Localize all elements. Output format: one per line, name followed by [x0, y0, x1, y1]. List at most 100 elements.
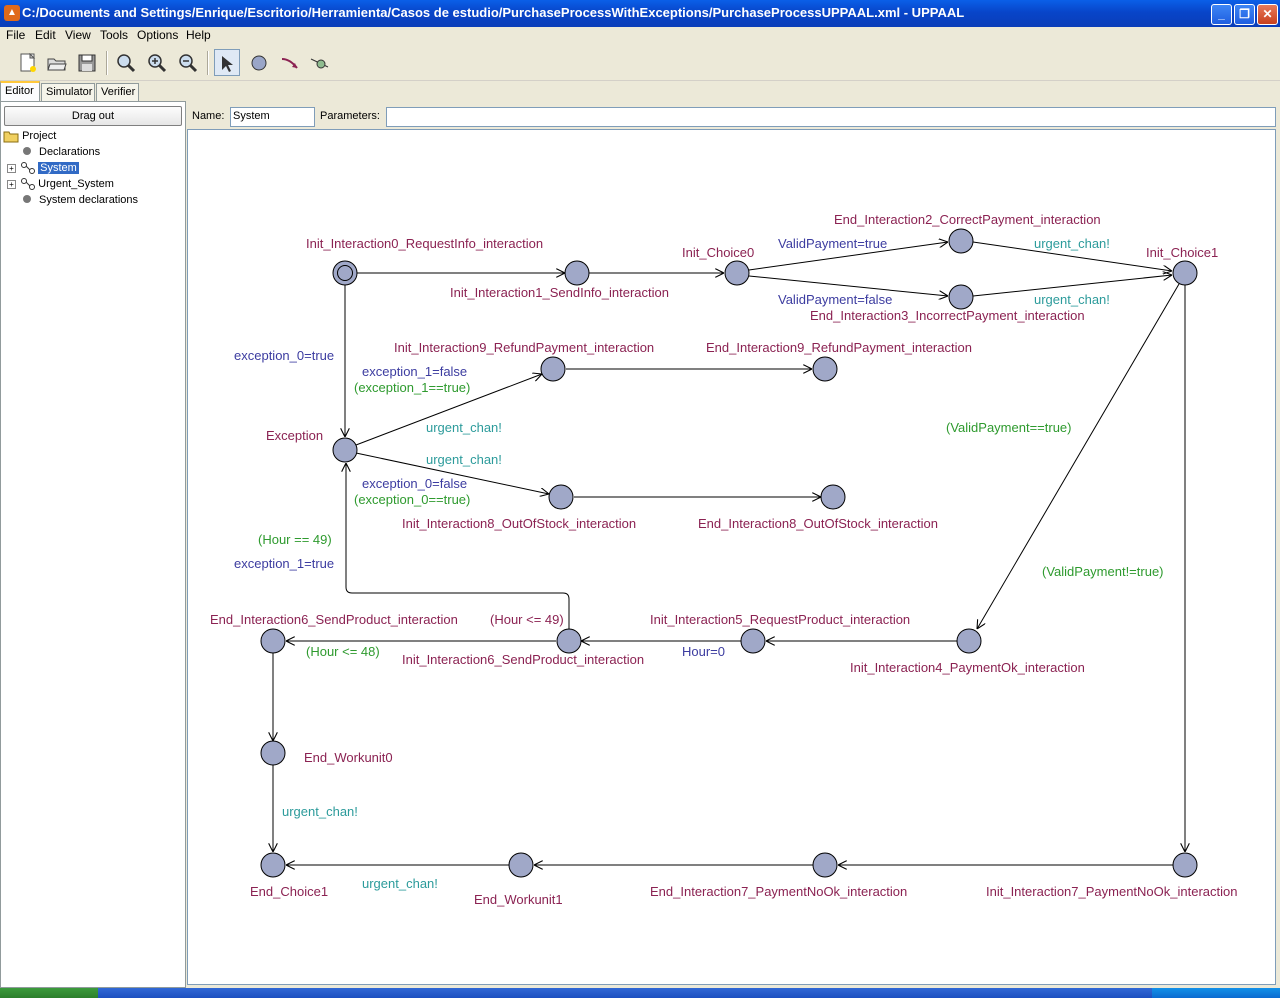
location-node[interactable] [556, 628, 582, 654]
edge[interactable] [972, 241, 1172, 271]
menu-tools[interactable]: Tools [100, 28, 129, 42]
update-label[interactable]: ValidPayment=true [778, 236, 887, 251]
maximize-button[interactable]: ❐ [1234, 4, 1255, 25]
location-name[interactable]: Init_Interaction6_SendProduct_interactio… [402, 652, 644, 667]
zoom-in-icon[interactable] [144, 49, 170, 76]
location-node[interactable] [812, 852, 838, 878]
tree-item-urgent-system[interactable]: + Urgent_System [7, 176, 114, 192]
expand-icon[interactable]: + [7, 180, 16, 189]
location-node[interactable] [332, 260, 358, 286]
location-name[interactable]: Init_Choice0 [682, 245, 754, 260]
location-node[interactable] [260, 628, 286, 654]
location-name[interactable]: Init_Choice1 [1146, 245, 1218, 260]
close-button[interactable]: ✕ [1257, 4, 1278, 25]
tab-editor[interactable]: Editor [0, 81, 40, 102]
location-node[interactable] [1172, 260, 1198, 286]
edge[interactable] [355, 452, 549, 494]
guard-label[interactable]: (ValidPayment==true) [946, 420, 1072, 435]
location-name[interactable]: End_Choice1 [250, 884, 328, 899]
location-name[interactable]: End_Interaction2_CorrectPayment_interact… [834, 212, 1101, 227]
location-name[interactable]: Init_Interaction8_OutOfStock_interaction [402, 516, 636, 531]
edge[interactable] [355, 374, 542, 446]
tab-simulator[interactable]: Simulator [41, 83, 95, 101]
add-location-icon[interactable] [246, 49, 272, 76]
location-node[interactable] [820, 484, 846, 510]
tree-item-system-declarations[interactable]: System declarations [23, 192, 138, 208]
location-node[interactable] [260, 852, 286, 878]
sync-label[interactable]: urgent_chan! [426, 420, 502, 435]
location-node[interactable] [564, 260, 590, 286]
menu-options[interactable]: Options [137, 28, 179, 42]
location-name[interactable]: End_Interaction7_PaymentNoOk_interaction [650, 884, 907, 899]
location-node[interactable] [948, 284, 974, 310]
menu-edit[interactable]: Edit [35, 28, 56, 42]
location-name[interactable]: Init_Interaction1_SendInfo_interaction [450, 285, 669, 300]
zoom-out-icon[interactable] [175, 49, 201, 76]
location-node[interactable] [332, 437, 358, 463]
update-label[interactable]: exception_1=false [362, 364, 467, 379]
tab-verifier[interactable]: Verifier [96, 83, 139, 101]
parameters-field[interactable] [386, 107, 1276, 127]
location-node[interactable] [948, 228, 974, 254]
invariant-label[interactable]: (Hour <= 49) [490, 612, 564, 627]
menu-file[interactable]: File [6, 28, 26, 42]
guard-label[interactable]: (ValidPayment!=true) [1042, 564, 1164, 579]
select-tool-icon[interactable] [214, 49, 240, 76]
open-folder-icon[interactable] [44, 49, 70, 76]
new-document-icon[interactable] [15, 49, 41, 76]
template-canvas[interactable]: Init_Interaction0_RequestInfo_interactio… [187, 129, 1276, 985]
sync-label[interactable]: urgent_chan! [282, 804, 358, 819]
location-name[interactable]: End_Interaction9_RefundPayment_interacti… [706, 340, 972, 355]
location-name[interactable]: Exception [266, 428, 323, 443]
location-node[interactable] [508, 852, 534, 878]
update-label[interactable]: exception_0=true [234, 348, 334, 363]
menu-view[interactable]: View [65, 28, 91, 42]
name-field[interactable]: System [230, 107, 315, 127]
location-node[interactable] [1172, 852, 1198, 878]
tree-item-declarations[interactable]: Declarations [23, 144, 100, 160]
guard-label[interactable]: (exception_1==true) [354, 380, 470, 395]
sync-label[interactable]: urgent_chan! [1034, 292, 1110, 307]
location-node[interactable] [740, 628, 766, 654]
guard-label[interactable]: (Hour <= 48) [306, 644, 380, 659]
location-node[interactable] [724, 260, 750, 286]
location-node[interactable] [540, 356, 566, 382]
update-label[interactable]: Hour=0 [682, 644, 725, 659]
location-name[interactable]: Init_Interaction5_RequestProduct_interac… [650, 612, 910, 627]
sync-label[interactable]: urgent_chan! [1034, 236, 1110, 251]
sync-label[interactable]: urgent_chan! [362, 876, 438, 891]
add-nail-icon[interactable] [307, 49, 333, 76]
location-name[interactable]: End_Interaction8_OutOfStock_interaction [698, 516, 938, 531]
location-name[interactable]: Init_Interaction9_RefundPayment_interact… [394, 340, 654, 355]
edge[interactable] [748, 275, 948, 296]
location-node[interactable] [548, 484, 574, 510]
guard-label[interactable]: (Hour == 49) [258, 532, 332, 547]
start-button[interactable] [0, 988, 98, 998]
guard-label[interactable]: (exception_0==true) [354, 492, 470, 507]
edge[interactable] [748, 242, 948, 271]
sync-label[interactable]: urgent_chan! [426, 452, 502, 467]
update-label[interactable]: exception_1=true [234, 556, 334, 571]
drag-out-button[interactable]: Drag out [4, 106, 182, 126]
update-label[interactable]: exception_0=false [362, 476, 467, 491]
tree-item-system[interactable]: + System [7, 160, 79, 176]
tree-item-project[interactable]: Project [3, 128, 56, 144]
location-name[interactable]: Init_Interaction0_RequestInfo_interactio… [306, 236, 543, 251]
location-node[interactable] [956, 628, 982, 654]
add-edge-icon[interactable] [277, 49, 303, 76]
location-name[interactable]: Init_Interaction7_PaymentNoOk_interactio… [986, 884, 1237, 899]
location-name[interactable]: End_Workunit1 [474, 892, 563, 907]
location-node[interactable] [812, 356, 838, 382]
edge[interactable] [977, 283, 1180, 629]
location-name[interactable]: End_Interaction3_IncorrectPayment_intera… [810, 308, 1085, 323]
expand-icon[interactable]: + [7, 164, 16, 173]
location-name[interactable]: End_Interaction6_SendProduct_interaction [210, 612, 458, 627]
location-node[interactable] [260, 740, 286, 766]
minimize-button[interactable]: _ [1211, 4, 1232, 25]
save-icon[interactable] [74, 49, 100, 76]
location-name[interactable]: Init_Interaction4_PaymentOk_interaction [850, 660, 1085, 675]
update-label[interactable]: ValidPayment=false [778, 292, 892, 307]
edge[interactable] [346, 463, 570, 629]
location-name[interactable]: End_Workunit0 [304, 750, 393, 765]
zoom-fit-icon[interactable] [113, 49, 139, 76]
